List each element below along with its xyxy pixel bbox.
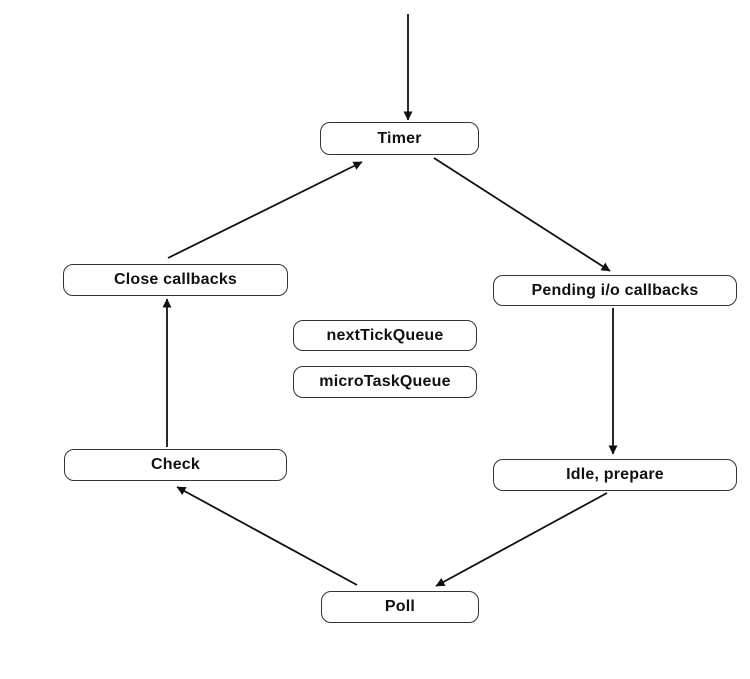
node-idle-prepare: Idle, prepare xyxy=(493,459,737,491)
arrow-close-callbacks-to-timer xyxy=(167,161,363,259)
node-pending-io-callbacks: Pending i/o callbacks xyxy=(493,275,737,306)
arrow-timer-to-pending-io xyxy=(433,157,611,272)
node-poll: Poll xyxy=(321,591,479,623)
node-timer: Timer xyxy=(320,122,479,155)
arrow-poll-to-check xyxy=(176,486,358,586)
node-close-callbacks: Close callbacks xyxy=(63,264,288,296)
node-micro-task-queue: microTaskQueue xyxy=(293,366,477,398)
node-next-tick-queue: nextTickQueue xyxy=(293,320,477,351)
arrow-idle-prepare-to-poll xyxy=(435,492,608,587)
node-check: Check xyxy=(64,449,287,481)
